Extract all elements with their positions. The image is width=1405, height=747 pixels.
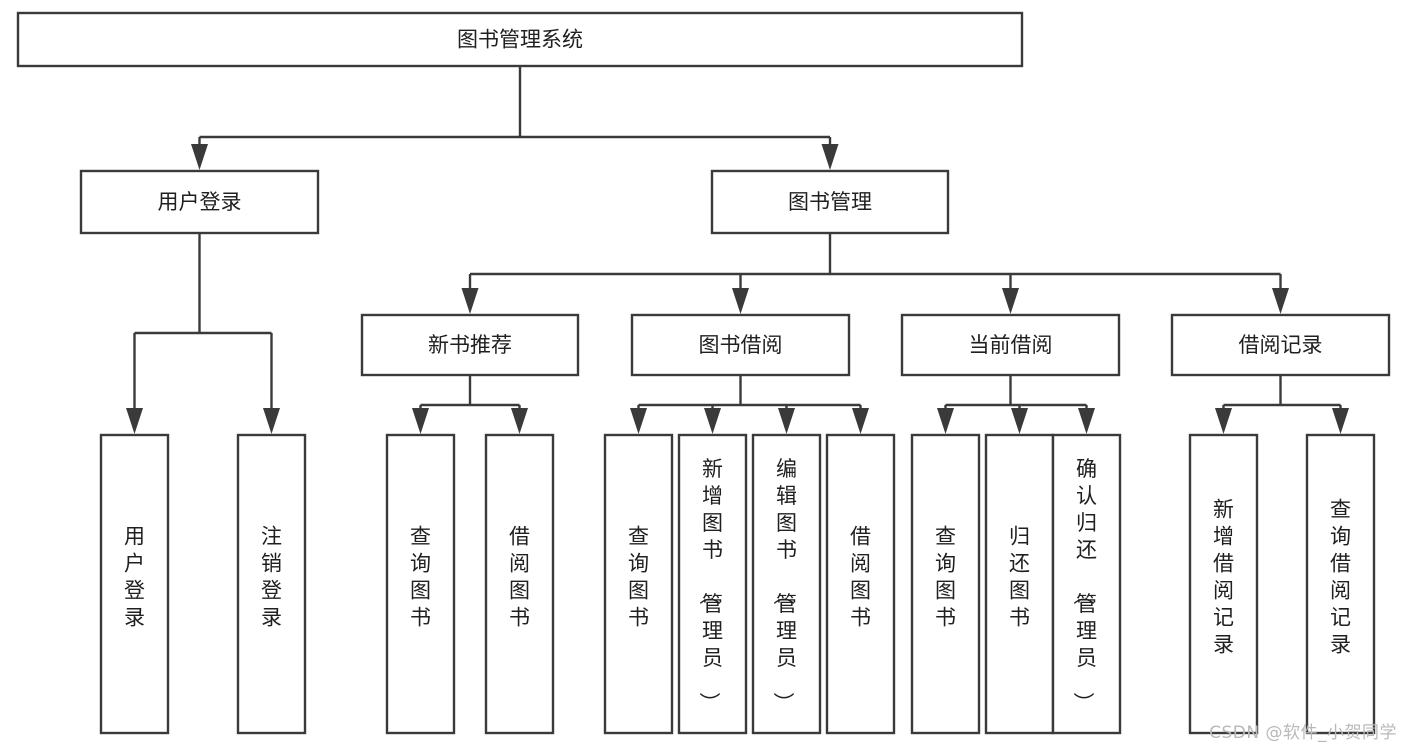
node-label: 当前借阅 [969,333,1053,357]
arrow-head-icon [1002,288,1019,314]
node-leaf-query-record[interactable]: 查询借阅记录 [1305,433,1376,735]
node-box [99,433,170,735]
node-box [484,433,555,735]
node-label: 编辑图书（管理员） [771,457,797,713]
node-label: 查询图书 [628,525,649,630]
node-label: 新增图书（管理员） [697,457,723,713]
arrow-head-icon [630,408,647,434]
node-label: 图书管理 [788,190,872,214]
arrow-head-icon [1011,408,1028,434]
node-leaf-borrow-book-2[interactable]: 借阅图书 [825,433,896,735]
node-box [79,169,320,235]
arrow-head-icon [821,144,839,170]
node-box [910,433,981,735]
arrow-head-icon [412,408,429,434]
arrow-head-icon [704,408,721,434]
node-box [1170,313,1391,377]
node-current-borrow[interactable]: 当前借阅 [900,313,1121,377]
node-label: 用户登录 [158,190,242,214]
node-box [16,11,1024,68]
node-book-manage[interactable]: 图书管理 [710,169,950,235]
node-label: 借阅图书 [509,525,530,630]
arrow-head-icon [263,408,280,434]
node-label: 注销登录 [261,525,282,630]
node-box [710,169,950,235]
node-label: 查询借阅记录 [1330,498,1351,657]
node-box [603,433,674,735]
node-leaf-query-book-2[interactable]: 查询图书 [603,433,674,735]
node-box [825,433,896,735]
arrow-head-icon [191,144,208,170]
node-box [751,433,822,735]
node-box [677,433,748,735]
node-label: 查询图书 [935,525,956,630]
node-leaf-query-book-3[interactable]: 查询图书 [910,433,981,735]
arrow-head-icon [778,408,795,434]
arrow-head-icon [1078,408,1095,434]
arrow-head-icon [852,408,869,434]
node-leaf-borrow-book-1[interactable]: 借阅图书 [484,433,555,735]
node-box [236,433,307,735]
arrow-head-icon [511,408,528,434]
node-box [1305,433,1376,735]
node-label: 图书借阅 [699,333,783,357]
arrow-head-icon [126,408,143,434]
node-box [630,313,851,377]
node-borrow-record[interactable]: 借阅记录 [1170,313,1391,377]
node-leaf-user-login[interactable]: 用户登录 [99,433,170,735]
node-label: 新书推荐 [428,333,512,357]
node-box [360,313,580,377]
node-label: 借阅记录 [1239,333,1323,357]
node-leaf-confirm-return[interactable]: 确认归还（管理员） [1051,433,1122,735]
node-label: 用户登录 [124,525,145,630]
node-label: 查询图书 [410,525,431,630]
node-user-login[interactable]: 用户登录 [79,169,320,235]
node-label: 新增借阅记录 [1213,498,1234,657]
arrow-head-icon [461,288,479,314]
node-leaf-add-record[interactable]: 新增借阅记录 [1188,433,1259,735]
node-leaf-edit-book[interactable]: 编辑图书（管理员） [751,433,822,735]
node-box [984,433,1055,735]
node-label: 确认归还（管理员） [1071,457,1097,713]
node-new-book-rec[interactable]: 新书推荐 [360,313,580,377]
node-label: 图书管理系统 [457,28,583,52]
arrow-head-icon [1272,288,1289,314]
arrow-head-icon [937,408,954,434]
node-leaf-query-book-1[interactable]: 查询图书 [385,433,456,735]
node-label: 归还图书 [1009,525,1030,630]
node-box [1051,433,1122,735]
node-leaf-add-book[interactable]: 新增图书（管理员） [677,433,748,735]
arrow-head-icon [732,288,749,314]
arrow-head-icon [1215,408,1232,434]
node-box [900,313,1121,377]
node-root[interactable]: 图书管理系统 [16,11,1024,68]
node-box [385,433,456,735]
node-box [1188,433,1259,735]
node-book-borrow[interactable]: 图书借阅 [630,313,851,377]
node-leaf-return-book[interactable]: 归还图书 [984,433,1055,735]
nodes-layer: 图书管理系统用户登录图书管理新书推荐图书借阅当前借阅借阅记录用户登录注销登录查询… [16,11,1391,735]
node-label: 借阅图书 [850,525,871,630]
node-leaf-logout[interactable]: 注销登录 [236,433,307,735]
connectors-layer [126,66,1349,434]
arrow-head-icon [1332,408,1349,434]
